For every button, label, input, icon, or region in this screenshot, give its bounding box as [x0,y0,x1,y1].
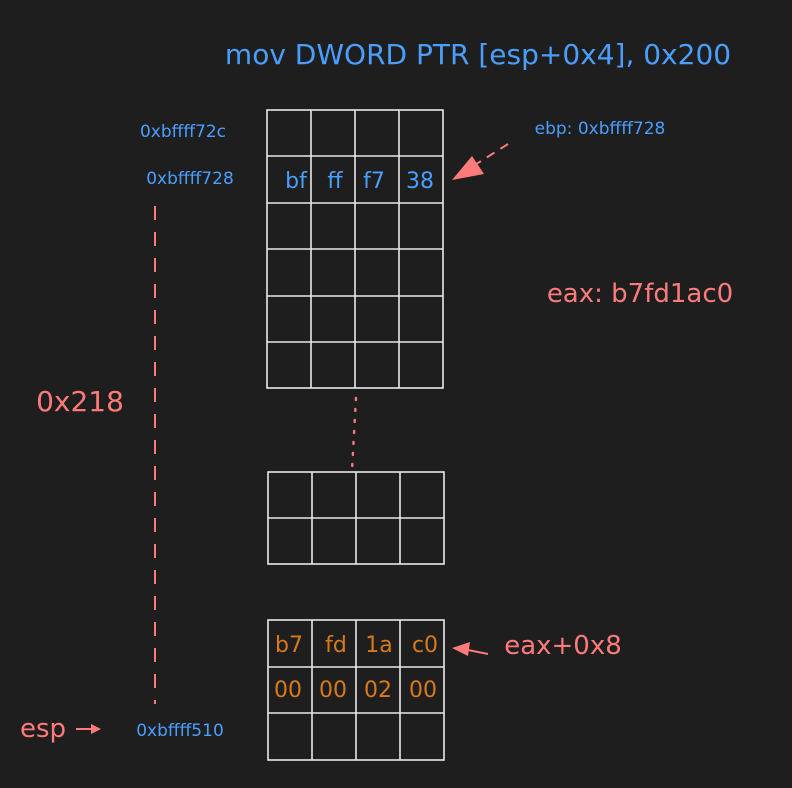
ebp-row-bytes: bf ff f7 38 [285,169,434,194]
byte-cell: 00 [319,678,347,703]
address-label-top: 0xbffff72c [140,122,226,142]
continuation-dots [350,396,358,472]
byte-cell: 00 [409,678,437,703]
esp-label: esp [20,714,66,744]
byte-cell: f7 [363,169,385,194]
ebp-arrow [452,143,509,180]
byte-cell: 38 [406,169,434,194]
byte-cell: b7 [275,633,303,658]
byte-cell: 00 [274,678,302,703]
memory-block-middle [267,471,445,565]
memory-block-bottom [267,619,445,761]
address-label-ebp: 0xbffff728 [146,169,234,189]
offset-label: 0x218 [36,385,124,418]
byte-cell: c0 [412,633,438,658]
memory-block-top [266,109,444,389]
byte-cell: 1a [365,633,392,658]
esp-arrow [76,724,101,734]
byte-cell: ff [327,169,343,194]
byte-cell: bf [285,169,308,194]
byte-cell: 02 [364,678,392,703]
eax-label: eax: b7fd1ac0 [547,279,733,309]
eax-plus-arrow [452,642,489,656]
byte-cell: fd [325,633,347,658]
value-row-bytes: 00 00 02 00 [274,678,437,703]
instruction-title: mov DWORD PTR [esp+0x4], 0x200 [225,38,731,71]
eax-plus-label: eax+0x8 [504,631,622,661]
eax-row-bytes: b7 fd 1a c0 [275,633,438,658]
address-label-esp: 0xbffff510 [136,721,224,741]
ebp-label: ebp: 0xbffff728 [535,119,666,139]
